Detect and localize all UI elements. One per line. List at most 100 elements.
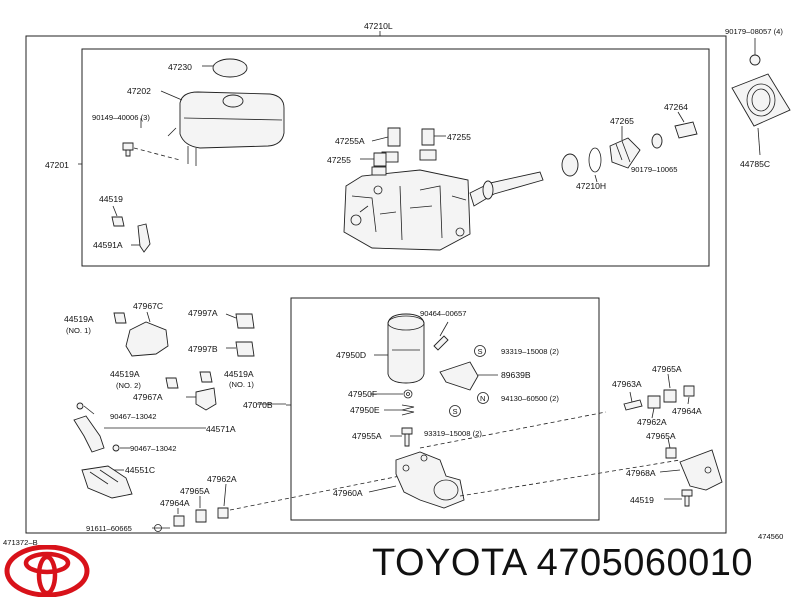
band-part: [235, 313, 255, 329]
bracket-part: [137, 223, 151, 253]
label-44785C: 44785C: [740, 159, 770, 169]
label-47230: 47230: [168, 62, 192, 72]
boot-part: [609, 137, 641, 169]
spring-part: [401, 404, 415, 416]
band-part: [235, 341, 255, 357]
symbol-s-1: S: [478, 347, 483, 356]
label-47950E: 47950E: [350, 405, 380, 415]
label-47965A-left: 47965A: [180, 486, 210, 496]
label-47997A: 47997A: [188, 308, 218, 318]
label-90179-10065: 90179–10065: [631, 165, 677, 174]
label-44519A-1: 44519A: [64, 314, 94, 324]
outer-frame: [25, 35, 727, 534]
label-47255-left: 47255: [327, 155, 351, 165]
symbol-s-icon: [449, 405, 461, 417]
label-471372-B: 471372–B: [3, 538, 38, 547]
screw-part: [122, 142, 134, 157]
label-90179-08057: 90179–08057 (4): [725, 27, 783, 36]
pump-assembly-frame: [290, 297, 600, 521]
label-90467-13042-b: 90467–13042: [130, 444, 176, 453]
cushion-part: [647, 395, 661, 409]
label-47210L: 47210L: [364, 21, 393, 31]
label-47255A: 47255A: [335, 136, 365, 146]
wire-part: [433, 335, 449, 351]
label-44519A-2: 44519A: [110, 369, 140, 379]
cushion-part: [217, 507, 229, 519]
symbol-s-icon: [474, 345, 486, 357]
label-47950D: 47950D: [336, 350, 366, 360]
label-no1-a: (NO. 1): [66, 326, 91, 335]
snap-ring-part: [588, 147, 602, 173]
label-90464-00657: 90464–00657: [420, 309, 466, 318]
label-47955A: 47955A: [352, 431, 382, 441]
bracket-part: [195, 387, 217, 411]
label-47255-right: 47255: [447, 132, 471, 142]
label-no2: (NO. 2): [116, 381, 141, 390]
clip-part: [199, 371, 213, 383]
label-47997B: 47997B: [188, 344, 218, 354]
toyota-logo-icon: [4, 545, 90, 597]
connector-part: [674, 121, 698, 139]
hose-part: [73, 415, 105, 453]
cushion-part: [663, 389, 677, 403]
label-47202: 47202: [127, 86, 151, 96]
grommet-part: [373, 152, 387, 167]
label-47965A-right-2: 47965A: [646, 431, 676, 441]
label-44519A-3: 44519A: [224, 369, 254, 379]
label-47965A-right-1: 47965A: [652, 364, 682, 374]
bolt-part: [681, 489, 693, 507]
label-91611-60665: 91611–60665: [86, 524, 132, 533]
reservoir-cap-part: [212, 58, 248, 78]
label-47210H: 47210H: [576, 181, 606, 191]
nut-part: [749, 54, 761, 66]
label-no1-b: (NO. 1): [229, 380, 254, 389]
label-89639B: 89639B: [501, 370, 531, 380]
seal-part: [561, 153, 579, 177]
label-47962A-right: 47962A: [637, 417, 667, 427]
label-94130-60500: 94130–60500 (2): [501, 394, 559, 403]
bracket-part: [81, 465, 133, 499]
bracket-part: [679, 449, 723, 491]
pump-motor-part: [387, 313, 425, 384]
label-90467-13042-a: 90467–13042: [110, 412, 156, 421]
label-47967A: 47967A: [133, 392, 163, 402]
label-47964A-right: 47964A: [672, 406, 702, 416]
bracket-part: [125, 321, 169, 357]
label-44591A: 44591A: [93, 240, 123, 250]
reservoir-tank-part: [179, 91, 285, 149]
cushion-part: [173, 515, 185, 527]
brand-part-number: TOYOTA 4705060010: [372, 542, 754, 584]
label-47967C: 47967C: [133, 301, 163, 311]
cushion-part: [195, 509, 207, 523]
label-47265: 47265: [610, 116, 634, 126]
washer-part: [406, 392, 410, 396]
label-44519-bottom-right: 44519: [630, 495, 654, 505]
label-47960A: 47960A: [333, 488, 363, 498]
label-47968A: 47968A: [626, 468, 656, 478]
symbol-s-2: S: [453, 407, 458, 416]
bolt-part: [401, 427, 413, 447]
washer-part: [403, 389, 413, 399]
reservoir-assembly-frame: [81, 48, 710, 267]
label-47950F: 47950F: [348, 389, 377, 399]
label-47962A-left: 47962A: [207, 474, 237, 484]
cushion-part: [683, 385, 695, 397]
label-47963A: 47963A: [612, 379, 642, 389]
label-47964A-left: 47964A: [160, 498, 190, 508]
clip-part: [113, 312, 127, 324]
connector-part: [439, 361, 479, 391]
grommet-part: [421, 128, 435, 146]
label-44519-top: 44519: [99, 194, 123, 204]
label-93319-15008-b: 93319–15008 (2): [424, 429, 482, 438]
grommet-part: [387, 127, 401, 147]
clip-part: [111, 216, 125, 227]
label-474560: 474560: [758, 532, 783, 541]
cushion-part: [665, 447, 677, 459]
label-44571A: 44571A: [206, 424, 236, 434]
clip-part: [165, 377, 179, 389]
gasket-part: [731, 73, 791, 127]
label-44551C: 44551C: [125, 465, 155, 475]
label-47264: 47264: [664, 102, 688, 112]
collar-part: [623, 399, 643, 411]
symbol-n: N: [480, 394, 485, 403]
